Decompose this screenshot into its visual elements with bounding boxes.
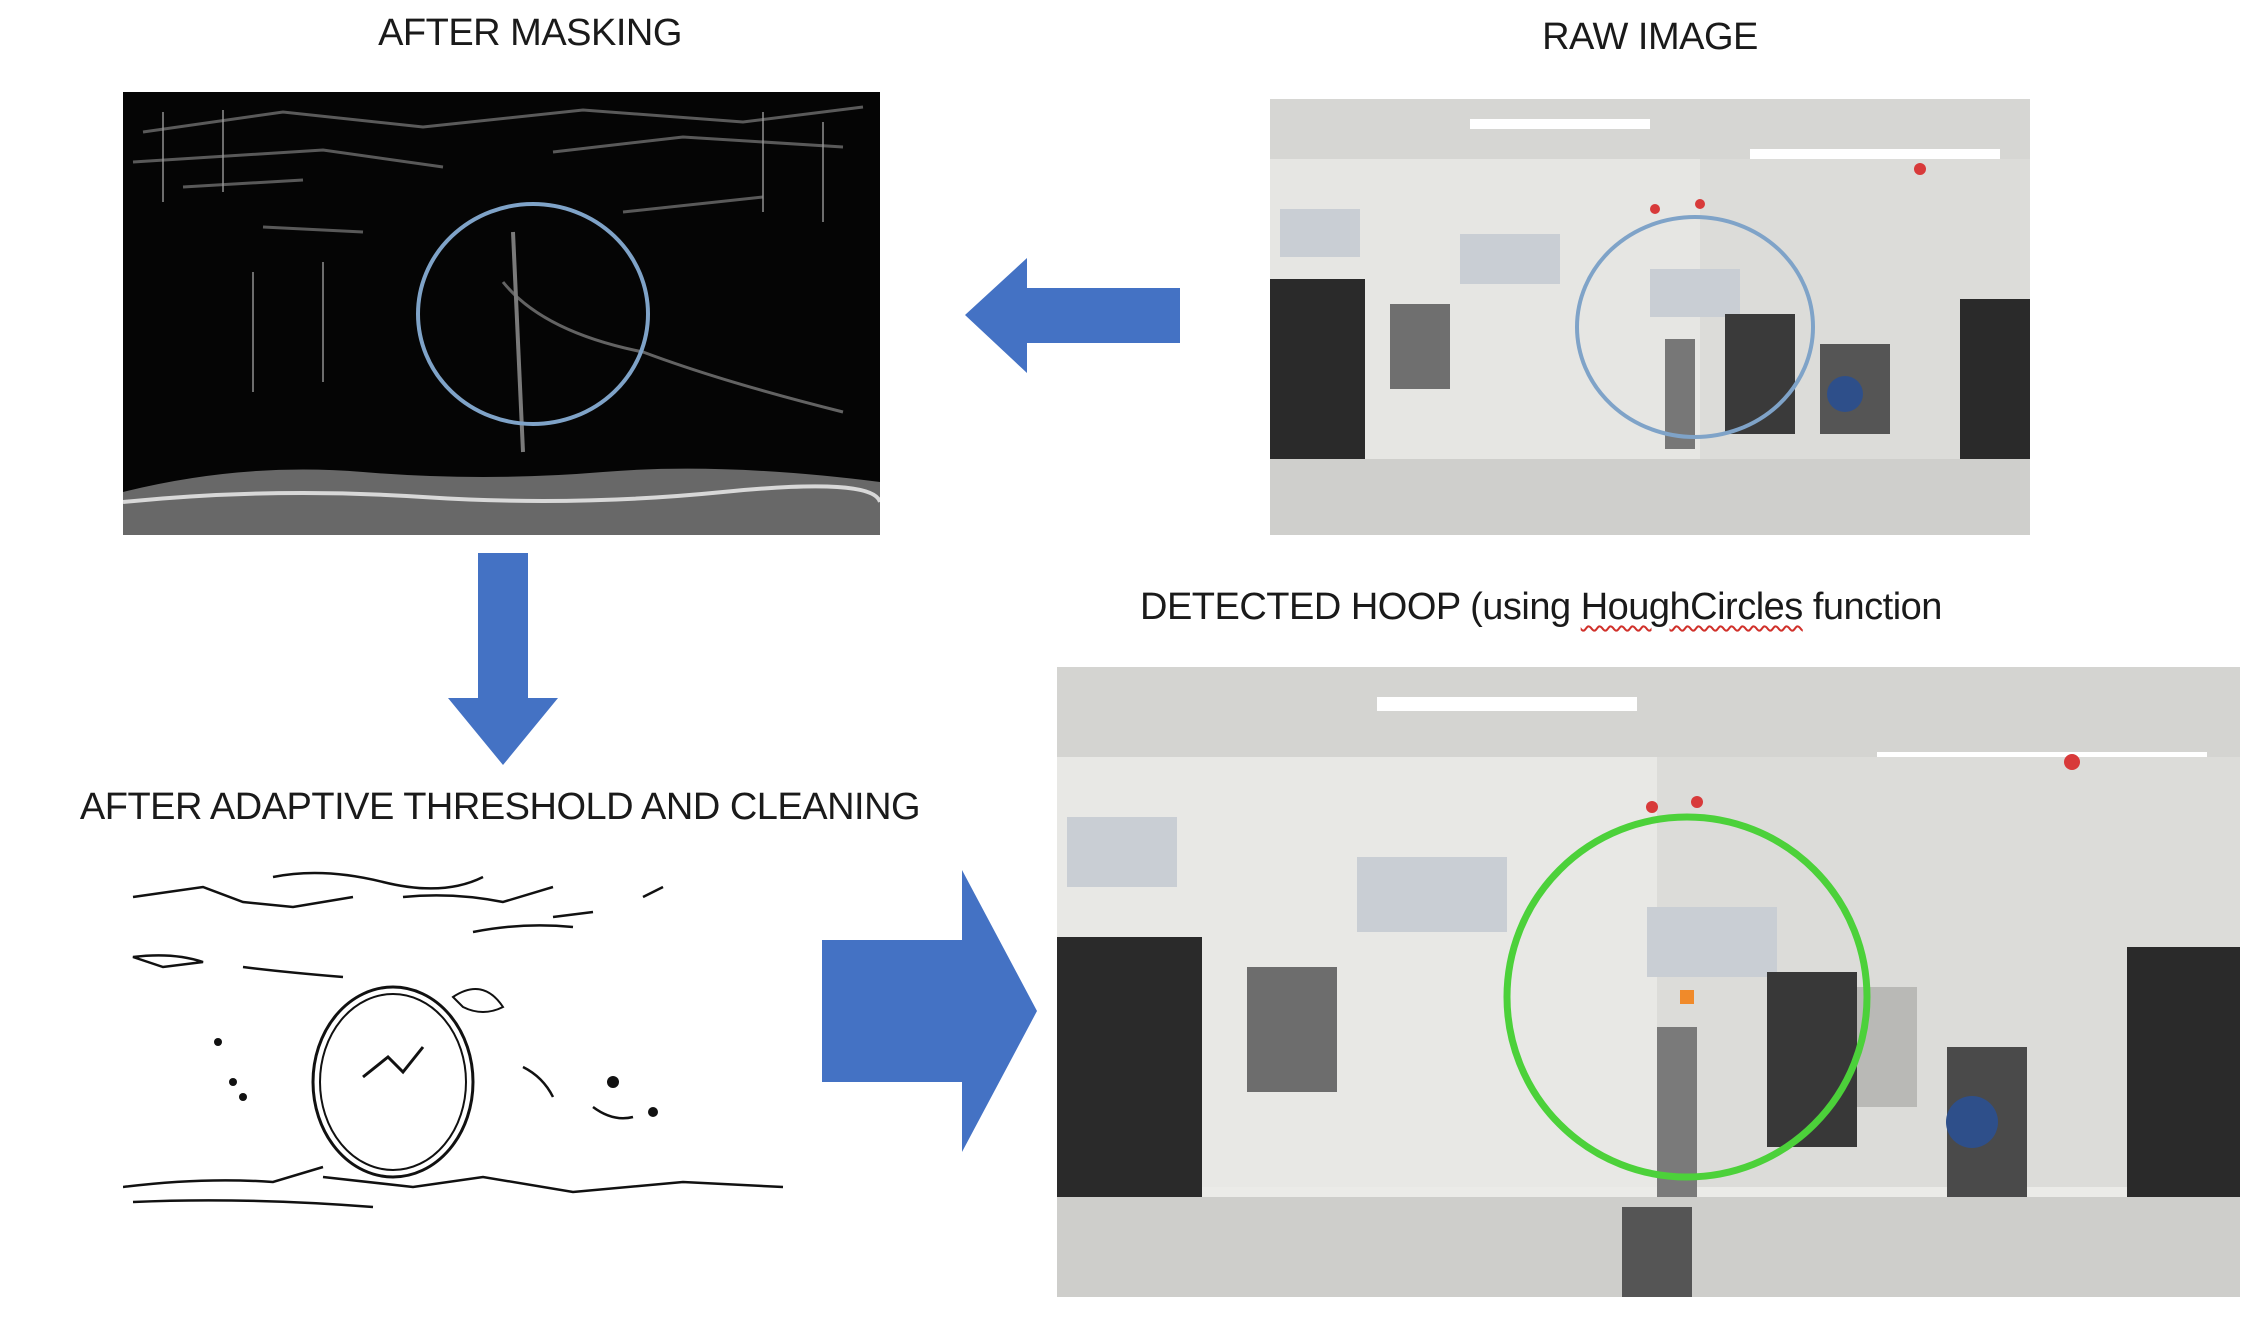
arrow-down-icon bbox=[448, 553, 558, 765]
label-detected-hoop-prefix: DETECTED HOOP (using bbox=[1140, 586, 1581, 628]
label-raw-image: RAW IMAGE bbox=[1542, 16, 1758, 58]
detected-hoop-image bbox=[1057, 667, 2240, 1297]
label-detected-hoop: DETECTED HOOP (using HoughCircles functi… bbox=[1140, 586, 2120, 629]
label-detected-hoop-suffix: function bbox=[1802, 586, 1943, 628]
label-after-threshold: AFTER ADAPTIVE THRESHOLD AND CLEANING bbox=[79, 786, 921, 828]
raw-image bbox=[1270, 99, 2030, 535]
label-detected-hoop-term: HoughCircles bbox=[1580, 586, 1804, 628]
arrow-left-icon bbox=[965, 258, 1180, 373]
center-marker bbox=[1680, 990, 1694, 1004]
label-after-masking: AFTER MASKING bbox=[378, 12, 682, 54]
arrow-right-icon bbox=[822, 870, 1037, 1152]
masked-image bbox=[123, 92, 880, 535]
detected-circle bbox=[1503, 813, 1871, 1181]
threshold-image bbox=[123, 857, 788, 1219]
